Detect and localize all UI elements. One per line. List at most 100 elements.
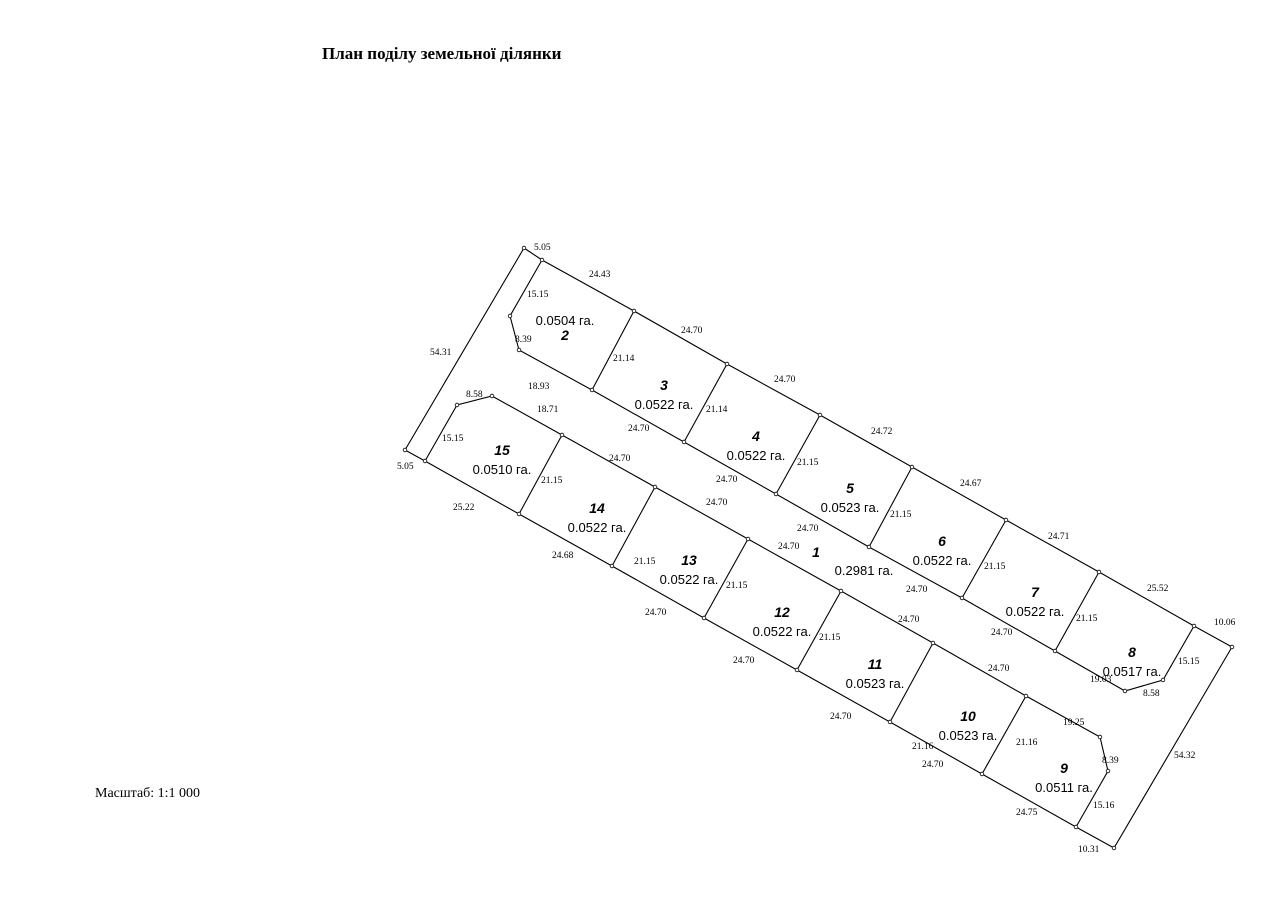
boundary-vertex [1111,845,1117,851]
parcel-area: 0.0522 га. [753,624,812,639]
parcel-divider [775,414,821,495]
parcel-divider [591,310,635,391]
parcel-number: 4 [751,428,760,444]
dimension-label: 21.15 [634,557,656,567]
boundary-vertex [1191,623,1197,629]
dimension-label: 5.05 [534,243,551,253]
parcel-area: 0.0522 га. [635,397,694,412]
dimension-label: 8.58 [466,390,483,400]
dimension-label: 21.15 [797,458,819,468]
parcel-area: 0.0523 га. [939,728,998,743]
dimension-label: 21.15 [1076,614,1098,624]
boundary-vertex [631,308,637,314]
dimension-label: 24.70 [716,475,738,485]
dimension-label: 5.05 [397,462,414,472]
boundary-vertex [1229,644,1235,650]
dimension-label: 18.71 [537,405,559,415]
dimension-label: 21.16 [1016,738,1038,748]
dimension-label: 21.15 [726,581,748,591]
parcel-area: 0.0523 га. [821,500,880,515]
inner-boundary-north [509,259,1195,692]
dimension-label: 24.70 [906,585,928,595]
dimension-label: 24.75 [1016,808,1038,818]
boundary-vertex [1122,688,1128,694]
parcel-number: 3 [660,377,668,393]
boundary-vertex [507,313,513,319]
boundary-vertex [516,511,522,517]
dimension-label: 21.15 [819,633,841,643]
boundary-vertex [422,458,428,464]
dimension-label: 8.39 [1102,756,1119,766]
parcel-number: 8 [1128,644,1136,660]
parcel-number: 14 [589,500,605,516]
dimension-label: 15.15 [442,434,464,444]
plan-title: План поділу земельної ділянки [322,44,562,63]
boundary-vertex [454,402,460,408]
boundary-vertices [402,245,1235,851]
dimension-label: 54.31 [430,348,452,358]
boundary-vertex [589,387,595,393]
scale-label: Масштаб: 1:1 000 [95,786,201,801]
boundary-vertex [959,595,965,601]
boundary-vertex [1097,734,1103,740]
parcel-area: 0.0523 га. [846,676,905,691]
dimension-label: 25.52 [1147,584,1169,594]
dimension-label: 24.70 [706,498,728,508]
boundary-vertex [1105,768,1111,774]
dimension-label: 21.14 [613,354,635,364]
parcel-number: 7 [1031,584,1040,600]
boundary-vertex [521,245,527,251]
parcel-divider [889,642,934,723]
parcel-area: 0.0522 га. [660,572,719,587]
dimension-label: 24.43 [589,270,611,280]
dimension-label: 24.68 [552,551,574,561]
dimension-label: 24.71 [1048,532,1070,542]
boundary-vertex [701,615,707,621]
parcel-divider [1054,571,1100,652]
dimension-label: 18.93 [528,382,550,392]
parcel-area: 0.0517 га. [1103,664,1162,679]
boundary-vertex [817,412,823,418]
parcel-divider [961,519,1007,599]
dimension-label: 24.70 [922,760,944,770]
dimension-label: 24.72 [871,427,893,437]
boundary-vertex [1073,824,1079,830]
parcel-number: 12 [774,604,790,620]
boundary-vertex [489,393,495,399]
boundary-vertex [887,719,893,725]
dimension-label: 24.70 [778,542,800,552]
boundary-vertex [402,447,408,453]
parcel-area: 0.0504 га. [536,313,595,328]
boundary-vertex [745,536,751,542]
dimension-label: 21.14 [706,405,728,415]
dimension-label: 24.70 [797,524,819,534]
boundary-vertex [652,484,658,490]
dimension-label: 24.70 [830,712,852,722]
boundary-vertex [516,347,522,353]
dimension-label: 24.70 [898,615,920,625]
parcel-area: 0.0511 га. [1035,780,1093,795]
dimension-label: 21.15 [984,562,1006,572]
parcel-divider [868,466,913,548]
dimension-label: 19.03 [1090,675,1112,685]
boundary-vertex [979,771,985,777]
dimension-label: 10.31 [1078,845,1100,855]
boundary-vertex [724,361,730,367]
boundary-vertex [559,432,565,438]
parcel-area: 0.0522 га. [913,553,972,568]
dimension-label: 24.70 [991,628,1013,638]
parcel-number: 6 [938,533,946,549]
boundary-vertex [1096,569,1102,575]
parcel-divider [796,590,842,671]
dimension-label: 21.15 [890,510,912,520]
parcel-labels: 10.2981 га.20.0504 га.30.0522 га.40.0522… [473,313,1162,795]
dimension-label: 24.70 [628,424,650,434]
parcel-divider [981,695,1027,775]
dimension-label: 24.70 [988,664,1010,674]
dimension-label: 25.22 [453,503,475,513]
parcel-number: 15 [494,442,510,458]
parcel-area: 0.0522 га. [568,520,627,535]
parcel-number: 11 [868,656,883,672]
dimension-label: 24.67 [960,479,982,489]
